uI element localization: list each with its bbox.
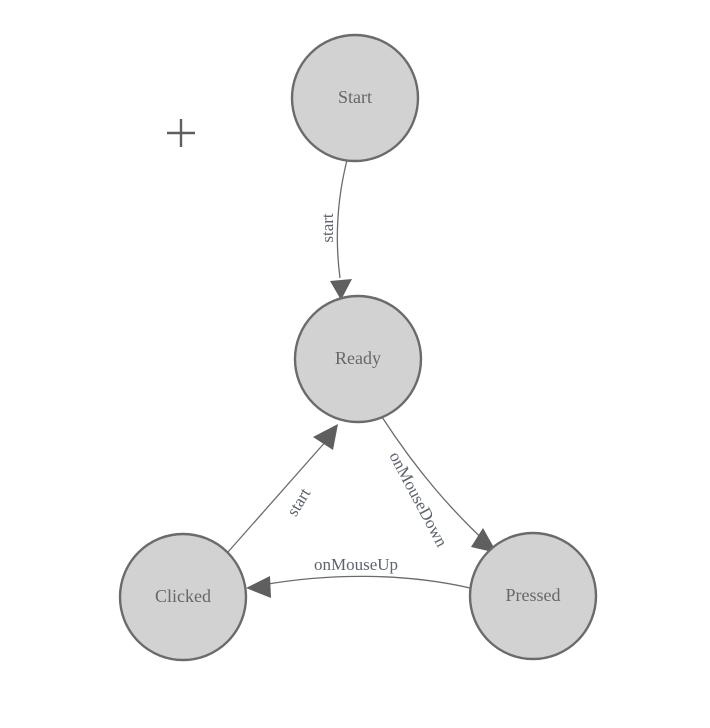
node-ready[interactable]: Ready	[293, 294, 423, 424]
edge-ready-to-pressed-path	[381, 416, 491, 547]
node-ready-circle	[293, 294, 423, 424]
node-start[interactable]: Start	[290, 33, 420, 163]
node-start-circle	[290, 33, 420, 163]
node-pressed[interactable]: Pressed	[468, 531, 598, 661]
edge-pressed-to-clicked-path	[261, 575, 471, 589]
edge-pressed-to-clicked-arrowhead	[246, 576, 271, 598]
node-clicked[interactable]: Clicked	[118, 532, 248, 662]
edge-pressed-to-clicked[interactable]: onMouseUp	[246, 555, 471, 598]
edge-label-clicked-to-ready: start	[283, 485, 315, 520]
edge-clicked-to-ready-arrowhead	[313, 424, 338, 450]
edge-start-to-ready[interactable]: start	[318, 159, 352, 300]
edge-label-ready-to-pressed: onMouseDown	[385, 449, 451, 551]
node-clicked-circle	[118, 532, 248, 662]
node-pressed-circle	[468, 531, 598, 661]
edge-ready-to-pressed-arrowhead	[471, 528, 497, 553]
edge-label-start-to-ready: start	[318, 213, 337, 243]
plus-marker-icon	[167, 119, 195, 147]
edge-start-to-ready-arrowhead	[330, 279, 352, 300]
edge-clicked-to-ready[interactable]: start	[227, 424, 338, 553]
edge-ready-to-pressed[interactable]: onMouseDown	[381, 416, 497, 553]
edge-start-to-ready-path	[336, 159, 348, 279]
edge-clicked-to-ready-path	[227, 439, 328, 553]
edge-label-pressed-to-clicked: onMouseUp	[314, 555, 398, 574]
